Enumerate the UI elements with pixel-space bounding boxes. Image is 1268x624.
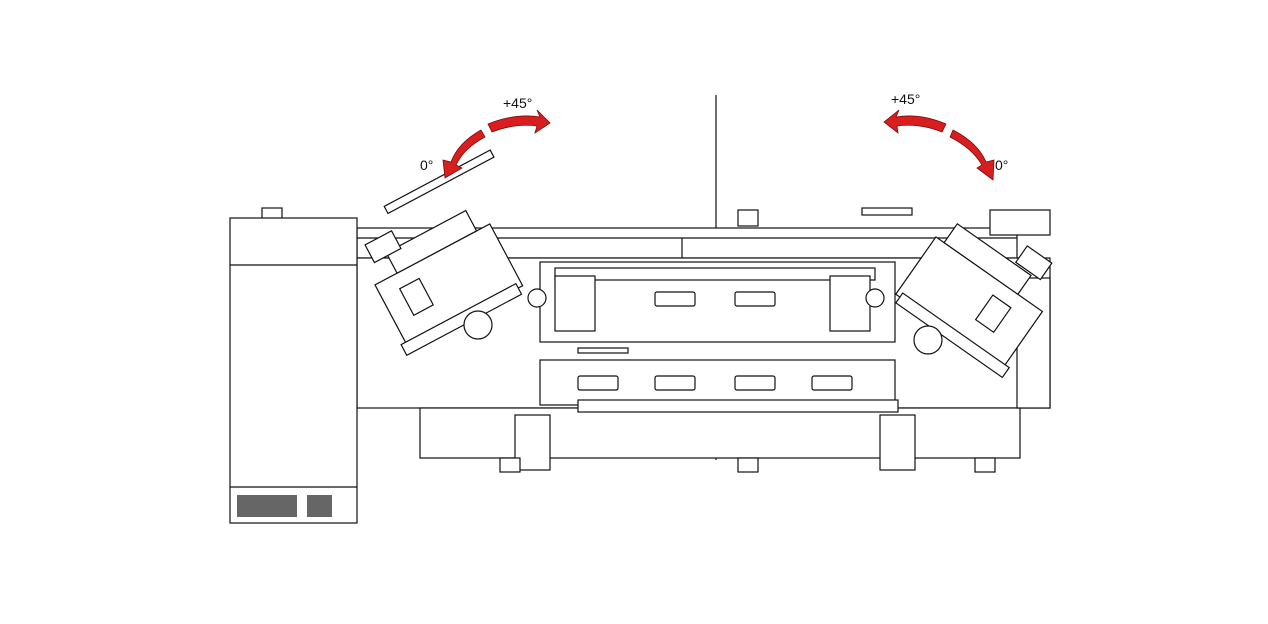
right-rotation-arrow: [883, 109, 995, 181]
left-tilting-head: [364, 149, 524, 357]
right-angle-max-label: +45°: [891, 91, 920, 107]
right-angle-min-label: 0°: [995, 157, 1008, 173]
control-cabinet: [229, 217, 358, 524]
left-rotation-arrow: [442, 109, 551, 179]
left-angle-max-label: +45°: [503, 95, 532, 111]
right-tilting-head: [894, 222, 1053, 379]
left-angle-min-label: 0°: [420, 157, 433, 173]
